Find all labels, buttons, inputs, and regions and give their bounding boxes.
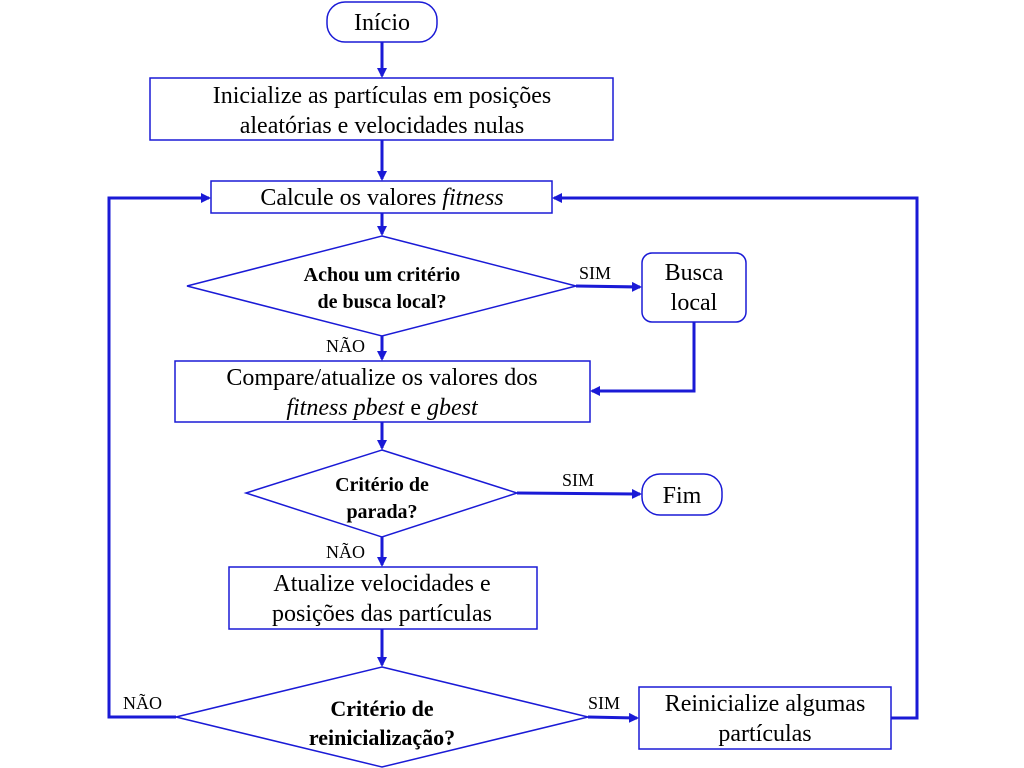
label-reinit-no: NÃO — [123, 692, 162, 713]
reinit-decision-line2: reinicialização? — [309, 725, 455, 750]
edge-stop-yes-to-end — [516, 488, 642, 499]
stop-decision-line2: parada? — [346, 501, 417, 523]
compare-label-line1: Compare/atualize os valores dos — [226, 365, 537, 391]
init-process: Inicialize as partículas em posições ale… — [149, 77, 614, 141]
edge-reinit-loop-back — [552, 193, 919, 720]
start-label: Início — [354, 10, 410, 36]
local-search-line2: local — [671, 290, 718, 316]
update-label-line1: Atualize velocidades e — [273, 571, 490, 597]
compare-italic-b: gbest — [427, 395, 479, 421]
compare-mid: e — [404, 395, 427, 421]
local-search-decision-line2: de busca local? — [318, 291, 447, 313]
stop-decision-line1: Critério de — [335, 474, 429, 496]
fitness-process: Calcule os valores fitness — [210, 180, 553, 214]
label-local-no: NÃO — [326, 335, 365, 356]
local-search-decision-line1: Achou um critério — [304, 264, 461, 286]
end-label: Fim — [663, 483, 702, 509]
local-search-process: Busca local — [641, 252, 747, 323]
label-local-yes: SIM — [579, 263, 611, 283]
edge-local-to-compare — [590, 322, 696, 396]
label-stop-no: NÃO — [326, 541, 365, 562]
compare-italic-a: fitness pbest — [286, 395, 405, 421]
label-reinit-yes: SIM — [588, 693, 620, 713]
local-search-line1: Busca — [665, 260, 724, 286]
reinit-decision-line1: Critério de — [330, 696, 433, 721]
init-label-line2: aleatórias e velocidades nulas — [240, 113, 525, 139]
reinit-label-line1: Reinicialize algumas — [665, 691, 866, 717]
reinit-decision: Critério de reinicialização? — [175, 666, 589, 768]
compare-label-line2: fitness pbest e gbest — [286, 395, 479, 421]
edge-reinit-no-loop — [107, 193, 211, 719]
edges — [107, 42, 919, 723]
fitness-label: Calcule os valores fitness — [260, 185, 503, 211]
reinit-process: Reinicialize algumas partículas — [638, 686, 892, 750]
update-label-line2: posições das partículas — [272, 601, 492, 627]
end-node: Fim — [641, 473, 723, 516]
start-node: Início — [326, 1, 438, 43]
local-search-decision: Achou um critério de busca local? — [186, 235, 577, 337]
stop-decision: Critério de parada? — [243, 449, 520, 538]
edge-decision-yes-to-local — [575, 281, 642, 292]
edge-reinit-yes — [587, 712, 639, 723]
fitness-label-prefix: Calcule os valores — [260, 185, 442, 211]
reinit-label-line2: partículas — [718, 721, 811, 747]
fitness-label-italic: fitness — [442, 185, 503, 211]
label-stop-yes: SIM — [562, 470, 594, 490]
compare-process: Compare/atualize os valores dos fitness … — [174, 360, 591, 423]
update-process: Atualize velocidades e posições das part… — [228, 566, 538, 630]
init-label-line1: Inicialize as partículas em posições — [213, 83, 552, 109]
